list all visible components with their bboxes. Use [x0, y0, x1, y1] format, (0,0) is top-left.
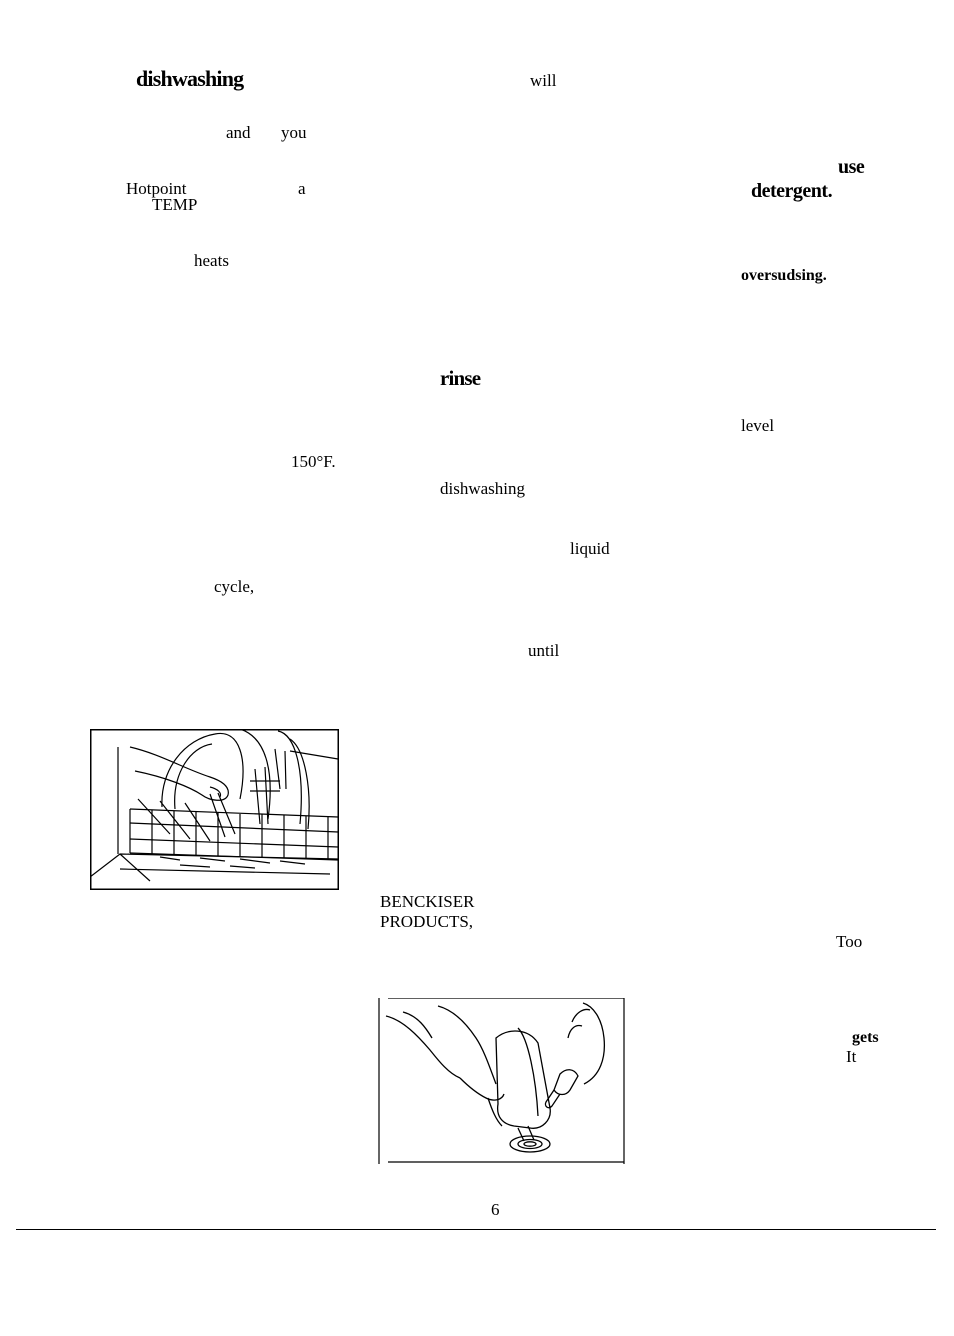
text-hotpoint: Hotpoint [126, 179, 187, 198]
text-until: until [528, 641, 560, 660]
heading-rinse: rinse [440, 366, 481, 390]
text-too: Too [836, 932, 863, 951]
text-gets: gets [852, 1029, 879, 1046]
text-liquid: liquid [570, 539, 610, 558]
text-150f: 150°F. [291, 452, 336, 471]
text-and: and [226, 123, 251, 142]
text-use: use [838, 156, 865, 178]
text-a: a [298, 179, 306, 198]
text-you: you [281, 123, 307, 142]
heading-dishwashing: dishwashing [136, 66, 244, 91]
page-number: 6 [491, 1200, 500, 1219]
text-temp: TEMP [152, 195, 198, 214]
text-heats: heats [194, 251, 229, 270]
text-benckiser: BENCKISER [380, 892, 475, 911]
text-cycle: cycle, [214, 577, 255, 596]
footer-rule [16, 1229, 936, 1230]
text-will: will [530, 71, 557, 90]
text-products: PRODUCTS, [380, 912, 474, 931]
text-dishwashing: dishwashing [440, 479, 525, 498]
text-oversudsing: oversudsing. [741, 267, 827, 284]
text-it: It [846, 1047, 857, 1066]
text-level: level [741, 416, 775, 435]
dishwasher-rack-illustration [90, 729, 339, 890]
text-detergent: detergent. [751, 180, 833, 202]
pouring-rinse-agent-illustration [378, 998, 625, 1164]
